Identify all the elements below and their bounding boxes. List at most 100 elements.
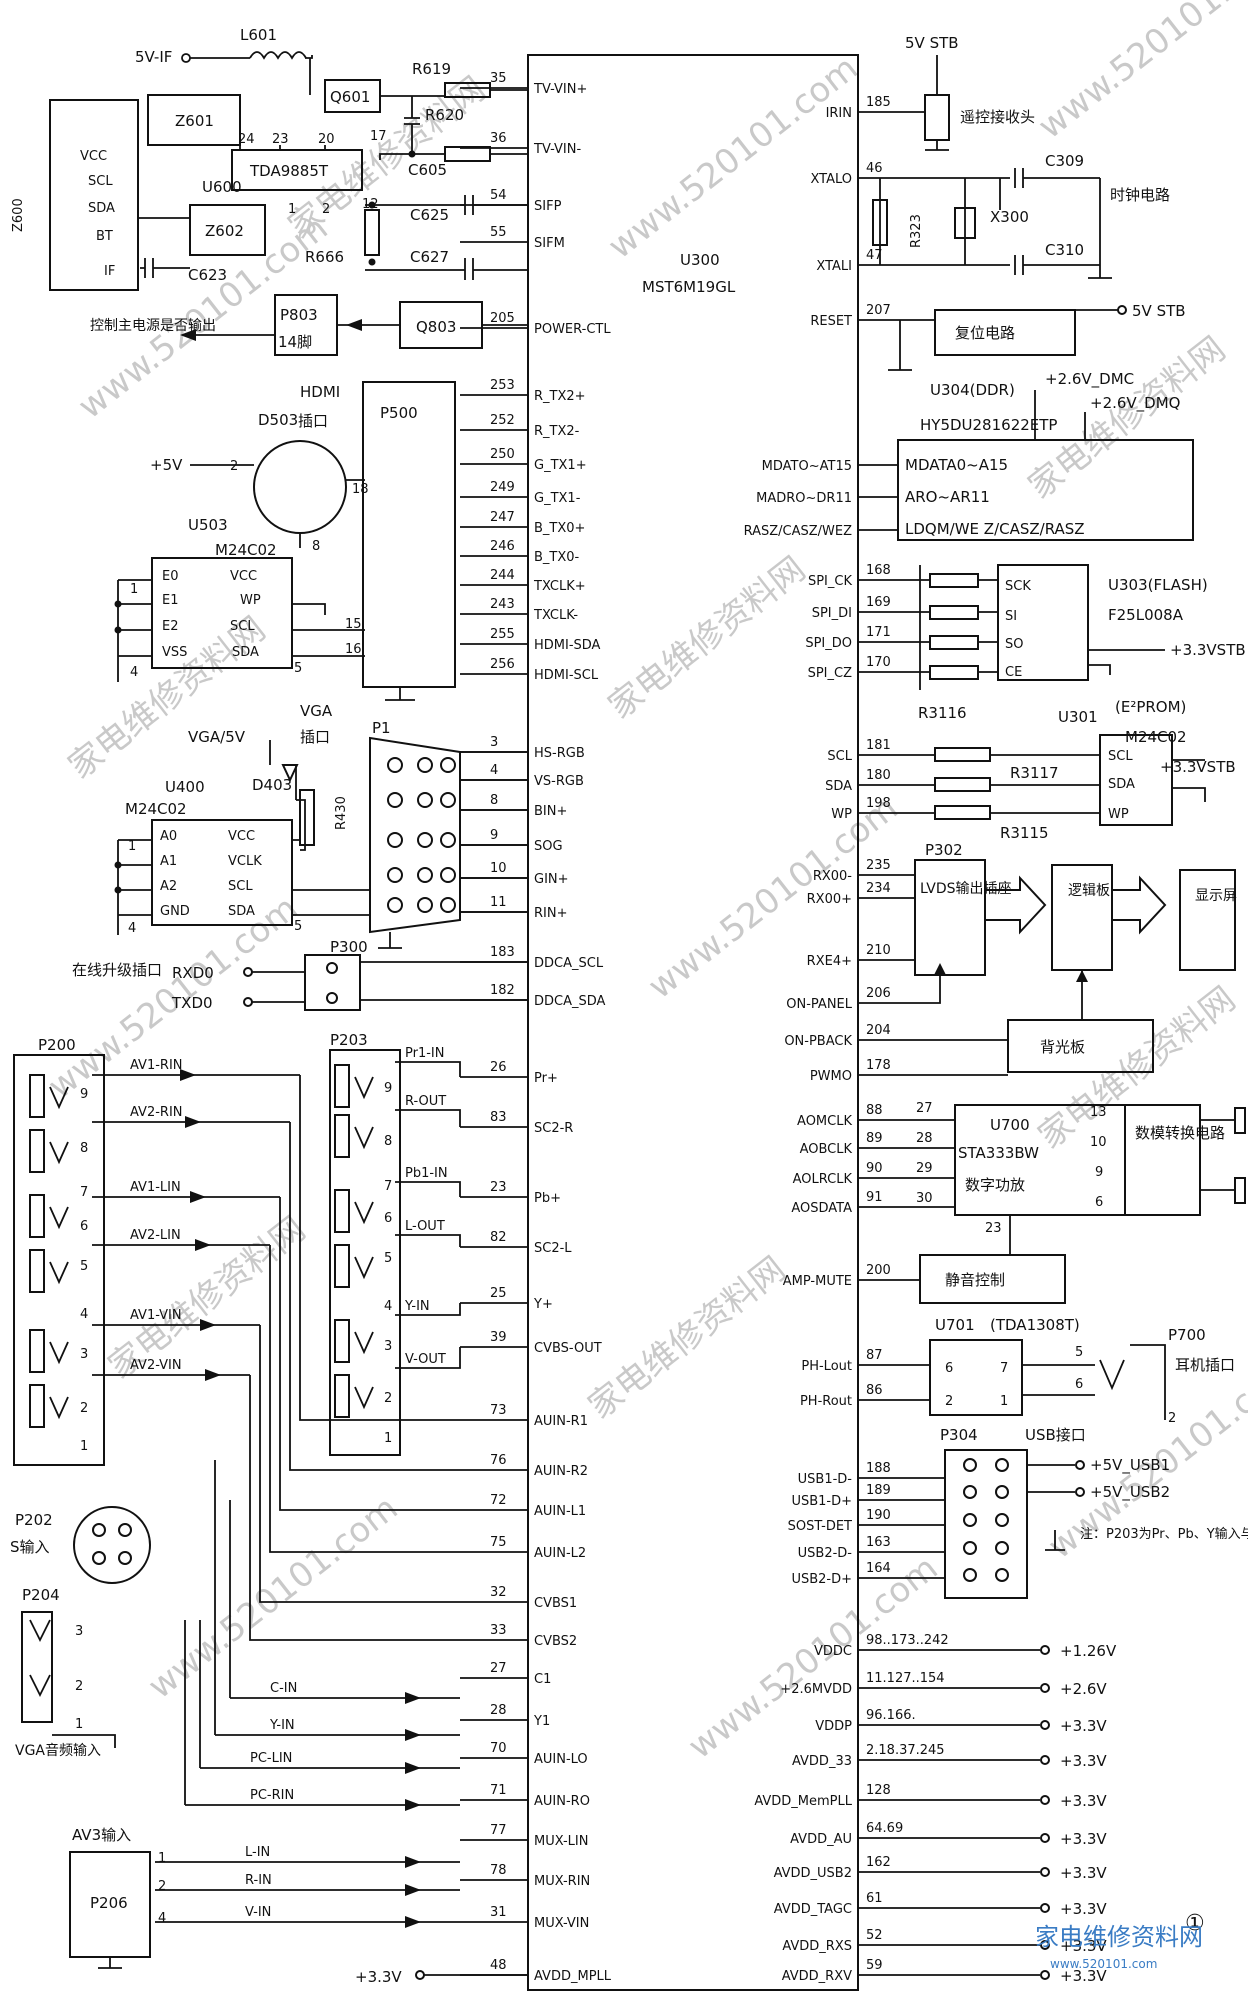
pin-number: 246 xyxy=(490,539,515,554)
pin-number: 83 xyxy=(490,1110,507,1125)
svg-text:23: 23 xyxy=(985,1221,1002,1236)
svg-text:+3.3VSTB: +3.3VSTB xyxy=(1170,641,1246,659)
main-ic-right-pins: IRIN185XTALO46XTALI47RESET207MDATO~AT15M… xyxy=(744,95,949,1984)
svg-text:S输入: S输入 xyxy=(10,1538,50,1556)
svg-text:HDMI: HDMI xyxy=(300,383,340,401)
pin-name: AUIN-RO xyxy=(534,1794,590,1809)
svg-text:C605: C605 xyxy=(408,161,447,179)
pin-number: 31 xyxy=(490,1905,507,1920)
svg-text:U303(FLASH): U303(FLASH) xyxy=(1108,576,1208,594)
pin-name: TXCLK- xyxy=(533,608,578,623)
svg-text:ARO~AR11: ARO~AR11 xyxy=(905,488,990,506)
pin-name: SC2-L xyxy=(534,1241,572,1256)
pin-name: WP xyxy=(831,807,852,822)
figure-number: ① xyxy=(1185,1911,1205,1936)
pin-name: SPI_DO xyxy=(805,636,852,651)
pin-name: AVDD_33 xyxy=(792,1754,852,1769)
svg-text:D403: D403 xyxy=(252,776,292,794)
power-ctl-note: 控制主电源是否输出 xyxy=(90,318,216,334)
svg-text:16: 16 xyxy=(345,642,362,657)
svg-text:D503: D503 xyxy=(258,411,298,429)
pin-number: 11 xyxy=(490,895,507,910)
svg-text:MDATA0~A15: MDATA0~A15 xyxy=(905,456,1008,474)
pin-name: +2.6MVDD xyxy=(780,1682,852,1697)
pin-name: IRIN xyxy=(826,106,852,121)
pin-number: 128 xyxy=(866,1783,891,1798)
svg-text:C623: C623 xyxy=(188,266,227,284)
svg-text:WP: WP xyxy=(240,593,261,608)
svg-text:13: 13 xyxy=(1090,1105,1107,1120)
power-rail-label: +3.3V xyxy=(1060,1717,1107,1735)
pin-name: HS-RGB xyxy=(534,746,585,761)
signal-lines: AV1-RINAV2-RINAV1-LINAV2-LINAV1-VINAV2-V… xyxy=(92,1046,461,1928)
hdmi-p500 xyxy=(362,381,456,688)
clock-section: R323 X300 C309 C310 时钟电路 xyxy=(858,152,1170,279)
pin-number: 180 xyxy=(866,768,891,783)
svg-text:29: 29 xyxy=(916,1161,933,1176)
p203-pin: 4 xyxy=(384,1299,392,1314)
svg-text:GND: GND xyxy=(160,904,190,919)
pin-name: DDCA_SDA xyxy=(534,994,606,1009)
pin-name: C1 xyxy=(534,1672,551,1687)
svg-text:18: 18 xyxy=(352,482,369,497)
pin-name: RASZ/CASZ/WEZ xyxy=(744,524,853,539)
watermark-site: 家电维修资料网 xyxy=(581,1249,793,1427)
svg-text:VGA/5V: VGA/5V xyxy=(188,728,246,746)
p200 xyxy=(13,1054,105,1466)
ddr-section: U304(DDR) +2.6V_DMC +2.6V_DMQ HY5DU28162… xyxy=(858,370,1194,541)
eeprom-u400 xyxy=(151,819,293,926)
pin-name: R_TX2- xyxy=(534,424,580,439)
tuner-pin: SDA xyxy=(88,201,115,216)
svg-text:U301: U301 xyxy=(1058,708,1098,726)
pin-number: 4 xyxy=(490,763,498,778)
reset-section: 复位电路 5V STB xyxy=(858,302,1186,371)
upgrade-section: 在线升级插口 P300 RXD0 TXD0 xyxy=(72,938,528,1012)
svg-text:U600: U600 xyxy=(202,178,242,196)
svg-text:VCC: VCC xyxy=(230,569,257,584)
svg-text:P204: P204 xyxy=(22,1586,60,1604)
signal-label: L-OUT xyxy=(405,1219,445,1234)
svg-text:+2.6V_DMQ: +2.6V_DMQ xyxy=(1090,394,1180,413)
pin-name: MUX-LIN xyxy=(534,1834,588,1849)
svg-text:U400: U400 xyxy=(165,778,205,796)
pin-number: 169 xyxy=(866,595,891,610)
signal-label: Pb1-IN xyxy=(405,1166,448,1181)
pin-name: Y+ xyxy=(533,1297,553,1312)
svg-text:SCL: SCL xyxy=(1108,749,1133,764)
pin-number: 27 xyxy=(490,1661,507,1676)
pin-number: 234 xyxy=(866,881,891,896)
svg-text:2: 2 xyxy=(158,1879,166,1894)
power-rail-label: +1.26V xyxy=(1060,1642,1117,1660)
pin-name: SDA xyxy=(825,779,852,794)
pin-name: AVDD_MemPLL xyxy=(754,1794,852,1809)
p203-pin: 5 xyxy=(384,1251,392,1266)
pin-number: 171 xyxy=(866,625,891,640)
svg-text:3: 3 xyxy=(75,1624,83,1639)
vga-connector-p1 xyxy=(369,736,461,934)
amp-section: U700 STA333BW 数字功放 数模转换电路 27 28 29 30 13… xyxy=(858,1101,1246,1304)
pin-name: USB1-D- xyxy=(798,1472,853,1487)
dac-label: 数模转换电路 xyxy=(1135,1124,1225,1142)
pin-name: HDMI-SDA xyxy=(534,638,601,653)
pin-number: 98..173..242 xyxy=(866,1633,949,1648)
svg-text:6: 6 xyxy=(945,1361,953,1376)
pin-number: 70 xyxy=(490,1741,507,1756)
svg-text:U304(DDR): U304(DDR) xyxy=(930,381,1015,399)
pin-number: 36 xyxy=(490,131,507,146)
pin-number: 82 xyxy=(490,1230,507,1245)
svg-text:U700: U700 xyxy=(990,1116,1030,1134)
pin-number: 170 xyxy=(866,655,891,670)
power-rails: +1.26V+2.6V+3.3V+3.3V+3.3V+3.3V+3.3V+3.3… xyxy=(858,1642,1117,1985)
pin-number: 76 xyxy=(490,1453,507,1468)
svg-text:VSS: VSS xyxy=(162,645,187,660)
pin-number: 206 xyxy=(866,986,891,1001)
clock-label: 时钟电路 xyxy=(1110,186,1170,204)
svg-text:5: 5 xyxy=(294,919,302,934)
pin-number: 48 xyxy=(490,1958,507,1973)
pin-name: MADRO~DR11 xyxy=(756,491,852,506)
av3-input: AV3输入 P206 1 2 4 xyxy=(69,1826,166,1969)
pin-name: AOBCLK xyxy=(800,1142,853,1157)
site-logo: 家电维修资料网 www.520101.com xyxy=(1035,1923,1203,1971)
flash-section: U303(FLASH) F25L008A +3.3VSTB SCK SI SO … xyxy=(858,564,1246,690)
pin-number: 253 xyxy=(490,378,515,393)
